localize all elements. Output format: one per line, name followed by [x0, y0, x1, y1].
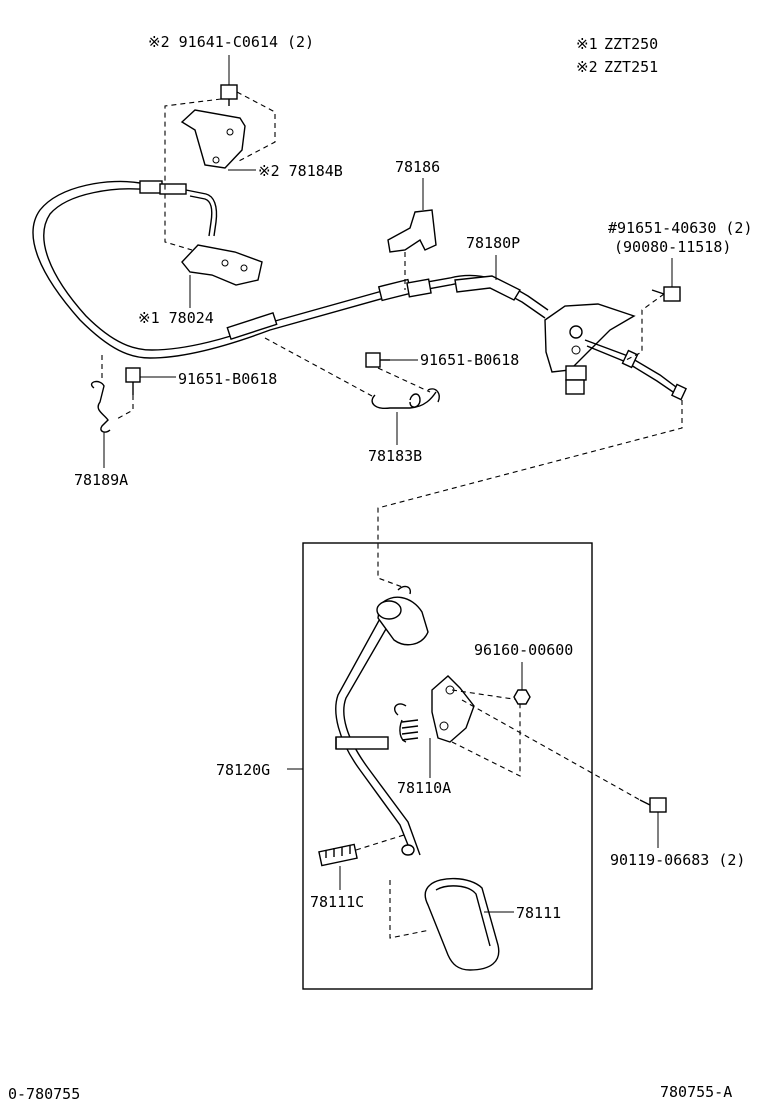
- clamp-78189A: [90, 355, 111, 433]
- label-78183B: 78183B: [368, 447, 422, 465]
- label-90080-11518: (90080-11518): [614, 238, 731, 256]
- label-90119-06683: 90119-06683 (2): [610, 851, 745, 869]
- footer-right-code: 780755-A: [660, 1083, 732, 1101]
- legend-mark-2: ※2: [576, 58, 598, 76]
- bolt-91641-C0614: [164, 84, 276, 251]
- label-96160-00600: 96160-00600: [474, 641, 573, 659]
- label-91651-40630: #91651-40630 (2): [608, 219, 753, 237]
- clamp-78183B: [264, 337, 440, 410]
- cable-to-pedal-link: [377, 400, 683, 589]
- nut-96160-00600: [513, 689, 531, 705]
- label-78180P: 78180P: [466, 234, 520, 252]
- bracket-78024: [181, 244, 263, 286]
- pedal-assembly-box: [302, 542, 593, 990]
- legend-model-1: ZZT250: [604, 35, 658, 53]
- bolt-90119-06683: [461, 699, 667, 813]
- accelerator-cable-78180P: [32, 180, 549, 359]
- bolt-91651-B0618-middle: [365, 352, 431, 393]
- label-78111: 78111: [516, 904, 561, 922]
- label-78120G: 78120G: [216, 761, 270, 779]
- label-78186: 78186: [395, 158, 440, 176]
- clip-78186: [387, 209, 437, 290]
- label-78184B: ※2 78184B: [258, 162, 343, 180]
- legend: ※1 ZZT250 ※2 ZZT251: [576, 35, 658, 76]
- label-78024: ※1 78024: [138, 309, 214, 327]
- return-spring: [394, 703, 419, 743]
- label-91651-B0618-left: 91651-B0618: [178, 370, 277, 388]
- cable-bracket-pedal-end: [544, 303, 687, 401]
- label-78110A: 78110A: [397, 779, 451, 797]
- bolt-91651-B0618-left: [114, 367, 141, 421]
- label-91651-B0618-middle: 91651-B0618: [420, 351, 519, 369]
- pedal-bracket-78110A: [431, 675, 521, 777]
- legend-model-2: ZZT251: [604, 58, 658, 76]
- label-91641-C0614: ※2 91641-C0614 (2): [148, 33, 314, 51]
- sleeve-78111C: [318, 834, 405, 867]
- pedal-pad-78111: [389, 877, 500, 971]
- legend-mark-1: ※1: [576, 35, 598, 53]
- bolt-91651-40630: [625, 286, 681, 361]
- footer-left-code: 0-780755: [8, 1085, 80, 1103]
- bracket-78184B: [180, 109, 246, 169]
- label-78189A: 78189A: [74, 471, 128, 489]
- label-78111C: 78111C: [310, 893, 364, 911]
- pedal-arm: [335, 585, 429, 856]
